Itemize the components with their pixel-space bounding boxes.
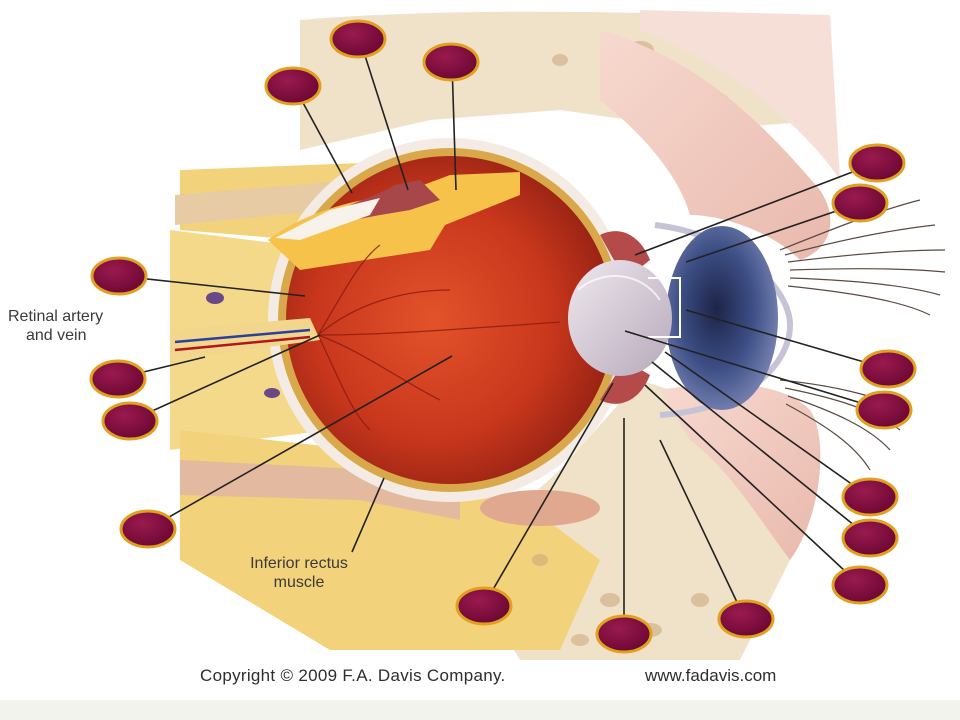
leader-lines bbox=[118, 39, 889, 633]
marker-8[interactable] bbox=[89, 359, 147, 399]
marker-12[interactable] bbox=[119, 509, 177, 549]
marker-11[interactable] bbox=[841, 477, 899, 517]
lens-highlight bbox=[577, 275, 661, 301]
marker-4[interactable] bbox=[848, 143, 906, 183]
marker-17[interactable] bbox=[595, 614, 653, 654]
marker-3[interactable] bbox=[264, 66, 322, 106]
marker-14[interactable] bbox=[831, 565, 889, 605]
anterior-chamber-bracket bbox=[648, 277, 681, 338]
marker-13[interactable] bbox=[841, 518, 899, 558]
cutaway-white bbox=[275, 198, 380, 240]
answer-markers bbox=[89, 19, 917, 654]
label-retinal-line1: Retinal artery bbox=[8, 308, 104, 325]
label-retinal-artery-and-vein: Retinal artery and vein bbox=[8, 307, 103, 345]
retinal-vessels bbox=[317, 244, 561, 431]
marker-15[interactable] bbox=[455, 586, 513, 626]
optic-nerve bbox=[170, 318, 320, 360]
anterior-segment bbox=[568, 222, 794, 418]
marker-7[interactable] bbox=[859, 349, 917, 389]
marker-2[interactable] bbox=[422, 42, 480, 82]
marker-10[interactable] bbox=[101, 401, 159, 441]
label-inferior-line2: muscle bbox=[273, 574, 325, 591]
brow-skin bbox=[640, 10, 840, 180]
marker-5[interactable] bbox=[831, 183, 889, 223]
marker-9[interactable] bbox=[855, 390, 913, 430]
label-retinal-line2: and vein bbox=[26, 327, 87, 344]
label-inferior-rectus-muscle: Inferior rectus muscle bbox=[232, 554, 366, 592]
marker-16[interactable] bbox=[717, 599, 775, 639]
label-inferior-line1: Inferior rectus bbox=[250, 555, 348, 572]
footer-bar bbox=[0, 700, 960, 720]
marker-1[interactable] bbox=[329, 19, 387, 59]
lower-eyelid bbox=[660, 384, 821, 560]
eyeball bbox=[268, 138, 632, 502]
copyright-notice: Copyright © 2009 F.A. Davis Company. bbox=[200, 666, 506, 685]
cutaway-sclera bbox=[268, 172, 520, 270]
iris bbox=[666, 226, 778, 410]
marker-6[interactable] bbox=[90, 256, 148, 296]
website-link[interactable]: www.fadavis.com bbox=[645, 666, 777, 685]
lens bbox=[568, 260, 672, 376]
